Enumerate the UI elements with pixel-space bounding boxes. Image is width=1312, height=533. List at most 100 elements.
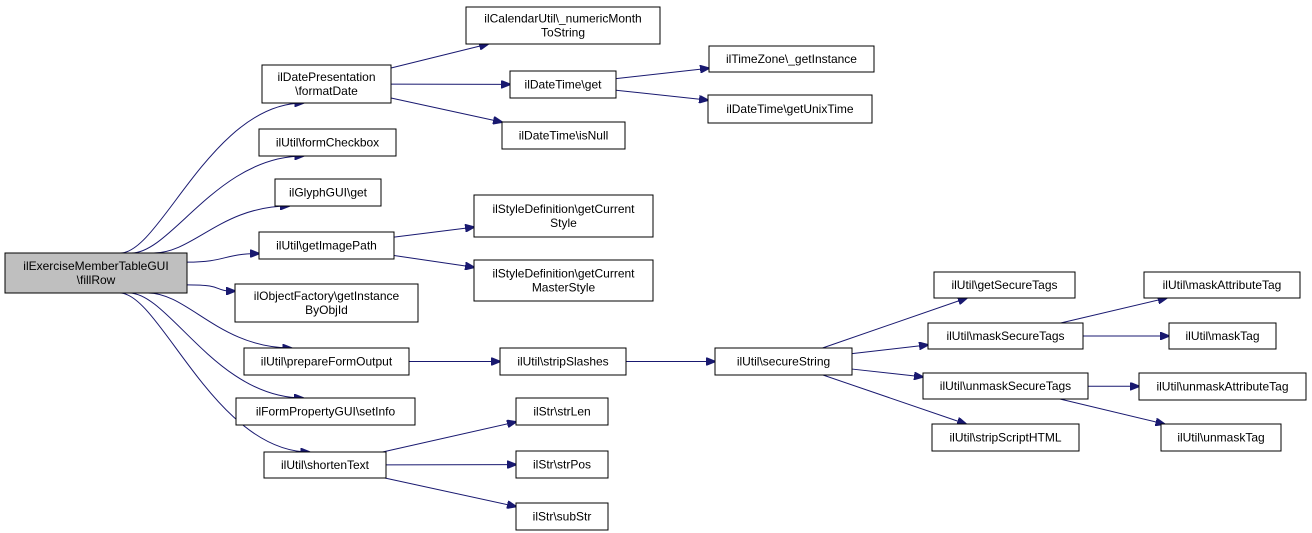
node-label: ilCalendarUtil\_numericMonth bbox=[484, 12, 641, 26]
node-label: ilGlyphGUI\get bbox=[289, 186, 368, 200]
node-label: Style bbox=[550, 216, 577, 230]
edge-root-to-formCheckbox bbox=[131, 156, 303, 254]
node-box bbox=[4, 252, 188, 294]
node-box bbox=[931, 423, 1080, 452]
node-strLen[interactable]: ilStr\strLen bbox=[515, 397, 609, 426]
node-label: ilExerciseMemberTableGUI bbox=[23, 259, 168, 273]
node-label: \fillRow bbox=[77, 273, 116, 287]
node-label: ilDateTime\get bbox=[525, 78, 603, 92]
node-glyphGet[interactable]: ilGlyphGUI\get bbox=[274, 178, 382, 207]
node-box bbox=[927, 322, 1084, 350]
node-box bbox=[258, 128, 397, 157]
edge-getImagePath-to-getCurrentMasterStyle bbox=[393, 254, 474, 267]
node-box bbox=[235, 397, 416, 426]
node-box bbox=[707, 94, 873, 124]
node-box bbox=[922, 372, 1089, 400]
node-label: ilTimeZone\_getInstance bbox=[726, 52, 857, 66]
node-box bbox=[1160, 423, 1282, 452]
edge-shortenText-to-subStr bbox=[384, 477, 516, 507]
node-box bbox=[1138, 372, 1307, 401]
edge-formatDate-to-isNull bbox=[390, 97, 502, 122]
node-label: ToString bbox=[541, 26, 585, 40]
node-formatDate[interactable]: ilDatePresentation\formatDate bbox=[261, 64, 392, 104]
node-getSecureTags[interactable]: ilUtil\getSecureTags bbox=[933, 271, 1076, 299]
node-strPos[interactable]: ilStr\strPos bbox=[515, 450, 609, 479]
node-tzGetInstance[interactable]: ilTimeZone\_getInstance bbox=[708, 45, 875, 73]
node-box bbox=[515, 450, 609, 479]
node-prepareFormOutput[interactable]: ilUtil\prepareFormOutput bbox=[243, 347, 410, 376]
node-maskSecureTags[interactable]: ilUtil\maskSecureTags bbox=[927, 322, 1084, 350]
node-label: ilDatePresentation bbox=[277, 70, 375, 84]
edge-root-to-setInfo bbox=[129, 292, 303, 398]
edge-root-to-prepareFormOutput bbox=[148, 292, 291, 348]
node-secureString[interactable]: ilUtil\secureString bbox=[714, 347, 853, 376]
nodes-layer: ilExerciseMemberTableGUI\fillRow ilDatePr… bbox=[4, 6, 1307, 531]
edge-root-to-getImagePath bbox=[186, 254, 259, 263]
node-maskAttributeTag[interactable]: ilUtil\maskAttributeTag bbox=[1143, 271, 1301, 299]
node-box bbox=[234, 283, 419, 323]
node-unmaskTag[interactable]: ilUtil\unmaskTag bbox=[1160, 423, 1282, 452]
node-box bbox=[509, 70, 617, 99]
node-label: ilStr\strPos bbox=[533, 458, 591, 472]
node-label: ilUtil\getImagePath bbox=[276, 239, 377, 253]
node-maskTag[interactable]: ilUtil\maskTag bbox=[1168, 322, 1277, 350]
node-label: ilUtil\maskAttributeTag bbox=[1163, 278, 1282, 292]
edge-root-to-formatDate bbox=[120, 103, 303, 254]
node-box bbox=[714, 347, 853, 376]
edge-getImagePath-to-getCurrentStyle bbox=[393, 227, 474, 238]
node-label: \formatDate bbox=[295, 84, 358, 98]
node-label: ilUtil\shortenText bbox=[281, 458, 370, 472]
node-label: ilUtil\formCheckbox bbox=[276, 136, 379, 150]
node-label: ilDateTime\getUnixTime bbox=[726, 102, 853, 116]
node-isNull[interactable]: ilDateTime\isNull bbox=[501, 121, 626, 150]
node-label: MasterStyle bbox=[532, 281, 596, 295]
node-box bbox=[1168, 322, 1277, 350]
node-getImagePath[interactable]: ilUtil\getImagePath bbox=[258, 231, 395, 260]
node-box bbox=[263, 451, 387, 479]
node-label: ilUtil\unmaskSecureTags bbox=[940, 379, 1071, 393]
node-label: ByObjId bbox=[305, 303, 348, 317]
node-box bbox=[465, 6, 661, 45]
node-label: ilFormPropertyGUI\setInfo bbox=[256, 405, 396, 419]
node-box bbox=[274, 178, 382, 207]
edges-layer bbox=[119, 44, 1169, 507]
node-label: ilStr\subStr bbox=[533, 510, 592, 524]
node-label: ilUtil\getSecureTags bbox=[951, 278, 1057, 292]
node-getUnixTime[interactable]: ilDateTime\getUnixTime bbox=[707, 94, 873, 124]
edge-dateTimeGet-to-getUnixTime bbox=[615, 89, 708, 100]
edge-shortenText-to-strLen bbox=[382, 422, 516, 453]
node-label: ilUtil\stripScriptHTML bbox=[949, 431, 1061, 445]
node-box bbox=[473, 194, 654, 238]
node-setInfo[interactable]: ilFormPropertyGUI\setInfo bbox=[235, 397, 416, 426]
node-box bbox=[243, 347, 410, 376]
node-unmaskSecureTags[interactable]: ilUtil\unmaskSecureTags bbox=[922, 372, 1089, 400]
node-box bbox=[501, 121, 626, 150]
node-box bbox=[261, 64, 392, 104]
node-formCheckbox[interactable]: ilUtil\formCheckbox bbox=[258, 128, 397, 157]
node-box bbox=[473, 259, 654, 302]
node-label: ilUtil\unmaskTag bbox=[1177, 431, 1264, 445]
edge-secureString-to-maskSecureTags bbox=[851, 345, 928, 355]
node-root[interactable]: ilExerciseMemberTableGUI\fillRow bbox=[4, 252, 188, 294]
node-label: ilStr\strLen bbox=[533, 405, 590, 419]
node-stripSlashes[interactable]: ilUtil\stripSlashes bbox=[499, 347, 627, 376]
node-label: ilUtil\maskTag bbox=[1185, 329, 1259, 343]
node-box bbox=[933, 271, 1076, 299]
node-unmaskAttributeTag[interactable]: ilUtil\unmaskAttributeTag bbox=[1138, 372, 1307, 401]
edge-dateTimeGet-to-tzGetInstance bbox=[615, 68, 709, 80]
node-subStr[interactable]: ilStr\subStr bbox=[515, 502, 609, 531]
node-label: ilDateTime\isNull bbox=[519, 129, 609, 143]
node-label: ilStyleDefinition\getCurrent bbox=[492, 202, 635, 216]
node-label: ilUtil\maskSecureTags bbox=[946, 329, 1064, 343]
node-shortenText[interactable]: ilUtil\shortenText bbox=[263, 451, 387, 479]
node-box bbox=[499, 347, 627, 376]
node-dateTimeGet[interactable]: ilDateTime\get bbox=[509, 70, 617, 99]
node-stripScriptHTML[interactable]: ilUtil\stripScriptHTML bbox=[931, 423, 1080, 452]
node-label: ilObjectFactory\getInstance bbox=[254, 289, 400, 303]
edge-secureString-to-stripScriptHTML bbox=[822, 374, 966, 424]
